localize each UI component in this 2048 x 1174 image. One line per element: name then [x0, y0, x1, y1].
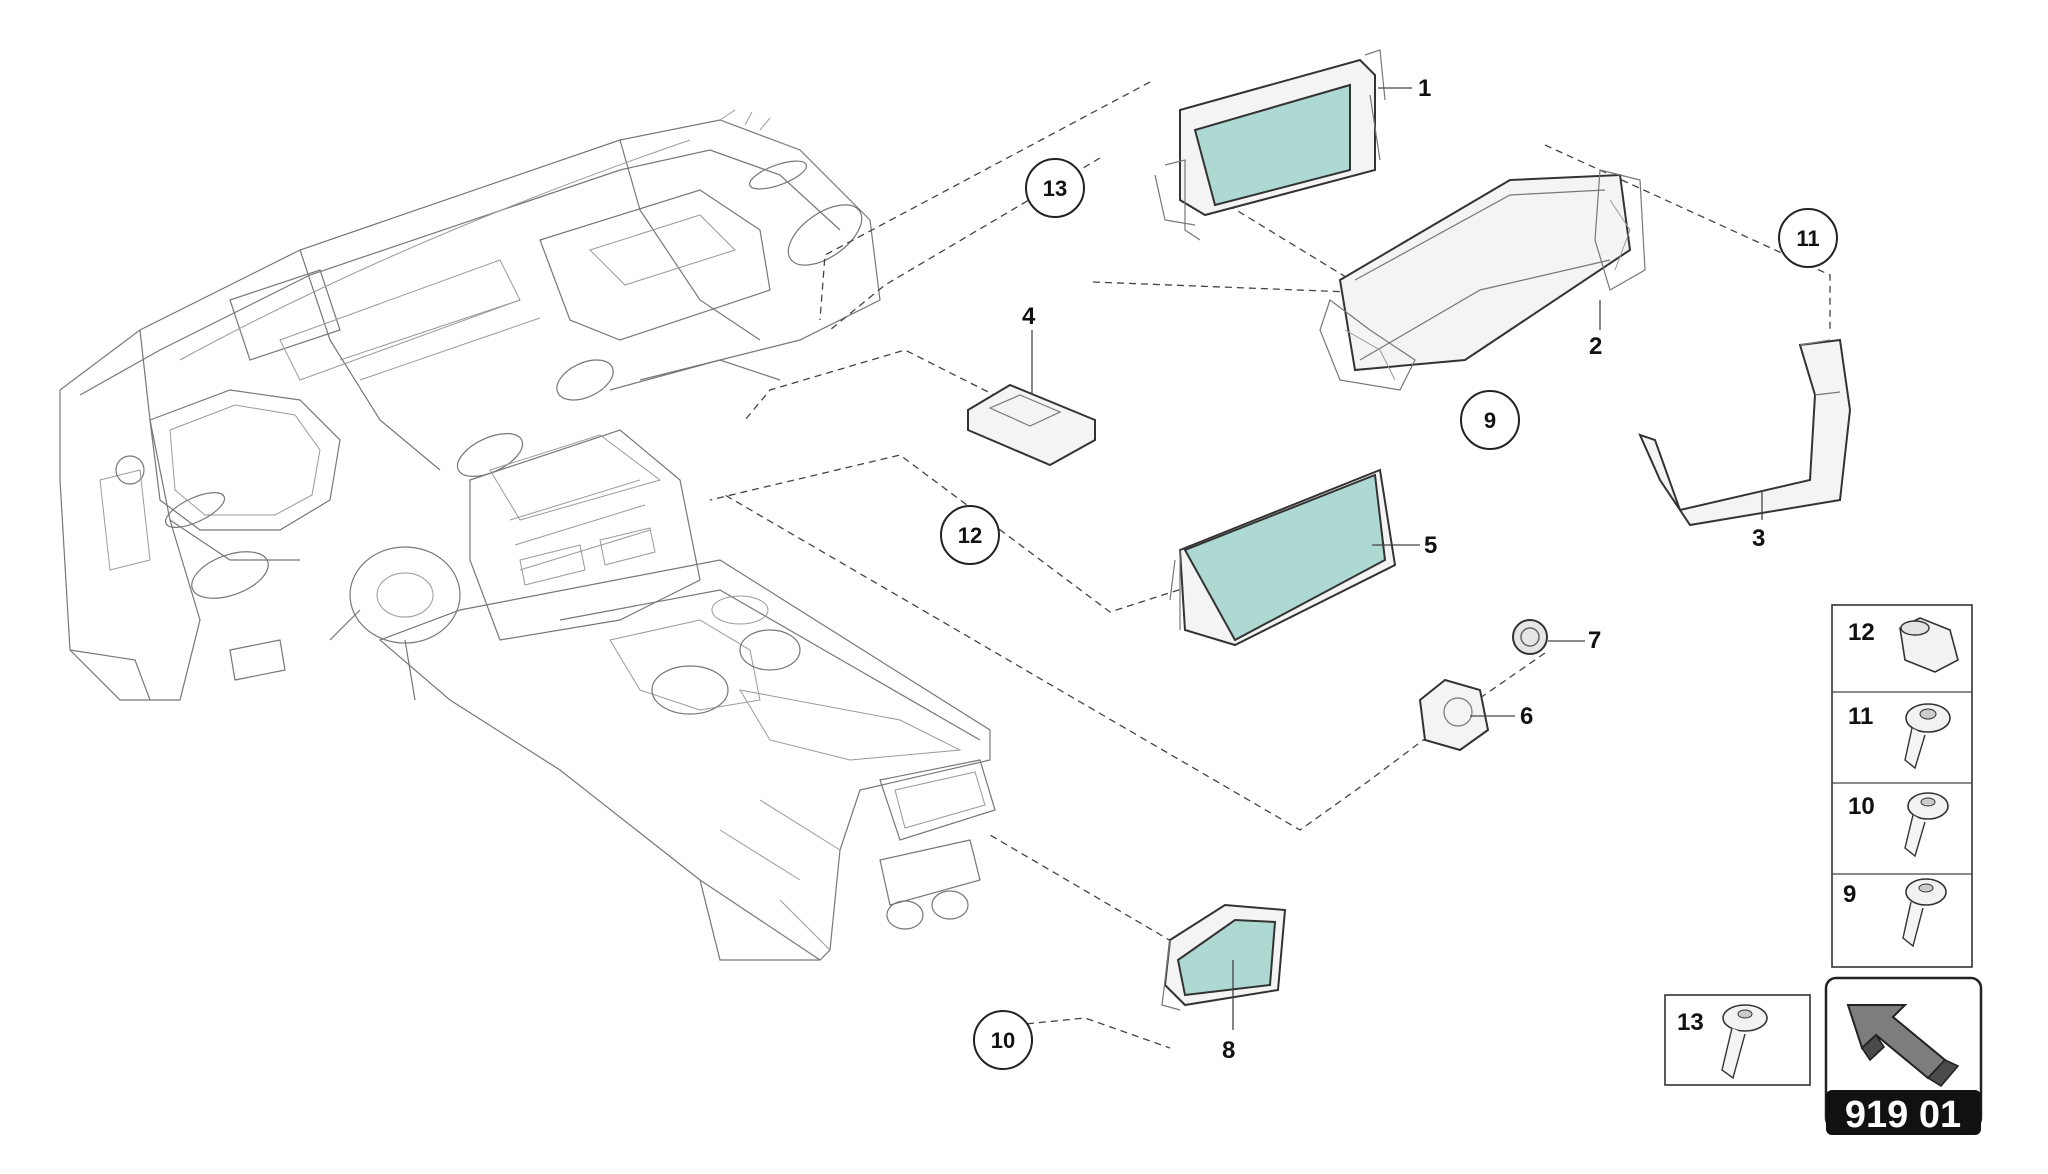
svg-text:11: 11 — [1848, 703, 1873, 730]
legend-item-9-screw: 9 — [1843, 878, 1947, 948]
circled-callout-13: 13 — [1025, 158, 1085, 218]
circled-callout-11: 11 — [1778, 208, 1838, 268]
leader-lines — [709, 81, 1831, 1049]
fastener-legend: 12 11 10 9 — [1831, 604, 1973, 968]
legend-item-12-nut: 12 — [1848, 617, 1959, 673]
callout-3: 3 — [1752, 525, 1765, 552]
part-8-console-display[interactable]: 8 — [1161, 903, 1287, 1064]
arrow-icon — [1846, 1004, 1960, 1088]
part-3-trim-frame[interactable]: 3 — [1638, 338, 1852, 552]
dashboard-illustration — [59, 109, 996, 961]
callout-8: 8 — [1222, 1037, 1235, 1064]
callout-2: 2 — [1589, 333, 1602, 360]
svg-text:9: 9 — [1843, 881, 1856, 908]
svg-text:10: 10 — [1848, 793, 1875, 820]
circled-callout-10: 10 — [973, 1010, 1033, 1070]
diagram-code: 919 01 — [1845, 1094, 1961, 1136]
callout-5: 5 — [1424, 532, 1437, 559]
svg-text:13: 13 — [1677, 1009, 1704, 1036]
svg-text:11: 11 — [1796, 226, 1819, 251]
diagram-code-badge: 919 01 — [1826, 1090, 1981, 1136]
circled-callout-12: 12 — [940, 505, 1000, 565]
svg-text:12: 12 — [958, 523, 982, 548]
legend-item-10-screw: 10 — [1848, 792, 1949, 858]
svg-text:10: 10 — [991, 1028, 1015, 1053]
svg-text:13: 13 — [1043, 176, 1067, 201]
part-5-display-unit[interactable]: 5 — [1169, 468, 1437, 647]
part-1-display[interactable]: 1 — [1154, 49, 1431, 241]
callout-7: 7 — [1588, 627, 1601, 654]
part-2-display-bracket[interactable]: 2 — [1319, 169, 1646, 391]
circled-callout-9: 9 — [1460, 390, 1520, 450]
part-6-control-knob-housing[interactable]: 6 — [1418, 678, 1533, 752]
callout-1: 1 — [1418, 75, 1431, 102]
svg-text:9: 9 — [1484, 408, 1496, 433]
fastener-13-box: 13 — [1664, 994, 1811, 1086]
callout-4: 4 — [1022, 303, 1036, 330]
legend-item-11-screw: 11 — [1848, 703, 1951, 770]
part-4-module[interactable]: 4 — [967, 303, 1096, 467]
callout-6: 6 — [1520, 703, 1533, 730]
part-7-knob[interactable]: 7 — [1512, 619, 1601, 655]
svg-text:12: 12 — [1848, 619, 1875, 646]
